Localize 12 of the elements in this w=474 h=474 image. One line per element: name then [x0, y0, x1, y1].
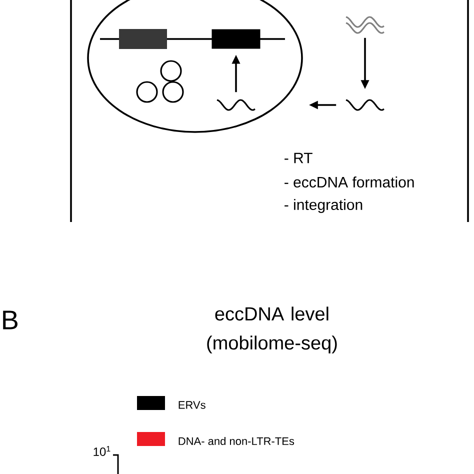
tick-label: 10$^{1}$ [94, 446, 110, 456]
legend-text: DNA- and non-LTR-TEs [178, 436, 294, 446]
rna-wave [346, 99, 384, 111]
rna-wave [216, 99, 256, 111]
chart-title: eccDNA level (mobilome-seq) [207, 306, 337, 354]
panel-letter: B [3, 310, 18, 330]
step-text: - eccDNA formation [284, 176, 414, 188]
rna-wave [346, 16, 384, 34]
gene-box [212, 29, 260, 49]
legend-text: ERVs [178, 401, 206, 409]
step-text: - integration [284, 199, 362, 213]
step-text: - RT [284, 152, 312, 164]
